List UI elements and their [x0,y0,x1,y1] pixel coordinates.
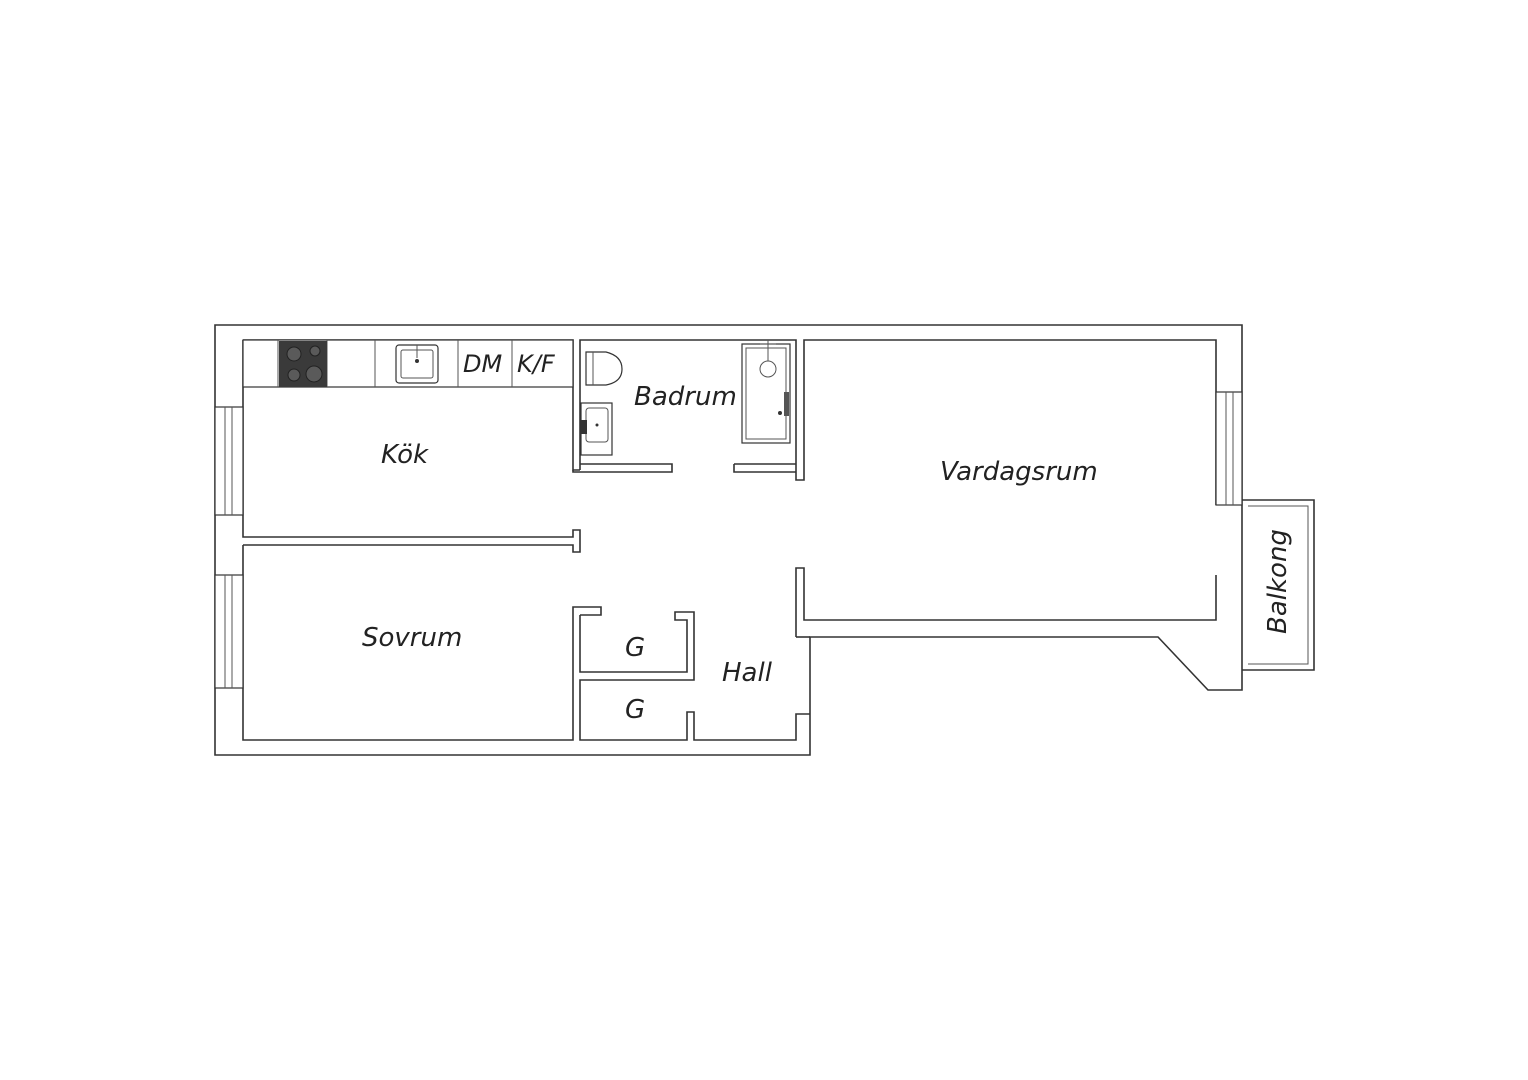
balcony-railing [1248,505,1309,665]
balcony-outline [1242,499,1315,671]
washbasin-icon [580,402,613,456]
bathroom-wall [579,339,1217,481]
room-label-badrum: Badrum [634,382,737,412]
room-label-vardagsrum: Vardagsrum [940,457,1098,487]
bathroom-bottom-left [572,463,673,473]
room-label-garderob-2: G [625,695,645,725]
balcony [1242,499,1315,671]
dishwasher-label: DM [463,350,502,378]
kitchen-counter: DM K/F [242,339,574,388]
window-icon [214,574,244,689]
fridge-freezer-label: K/F [517,350,556,378]
bathroom-bottom-right [733,463,796,473]
room-labels: Kök Badrum Vardagsrum Sovrum Hall G G Ba… [362,382,1293,725]
toilet-icon [585,351,623,386]
room-label-balkong: Balkong [1263,529,1293,634]
window-icon [214,406,244,516]
stove-icon [279,341,327,387]
room-label-garderob-1: G [625,633,645,663]
living-room-bottom-wall [795,567,1217,637]
window-icon [1215,391,1243,506]
shower-icon [741,340,791,444]
kitchen-left-wall [242,340,581,553]
room-label-hall: Hall [722,658,773,688]
windows [214,391,1243,689]
closet-wall [579,611,810,741]
bedroom-wall [242,545,602,741]
room-label-sovrum: Sovrum [362,623,462,653]
kitchen-sink-icon [395,344,439,384]
bathroom-fixtures [580,340,791,456]
room-label-kok: Kök [381,440,429,470]
